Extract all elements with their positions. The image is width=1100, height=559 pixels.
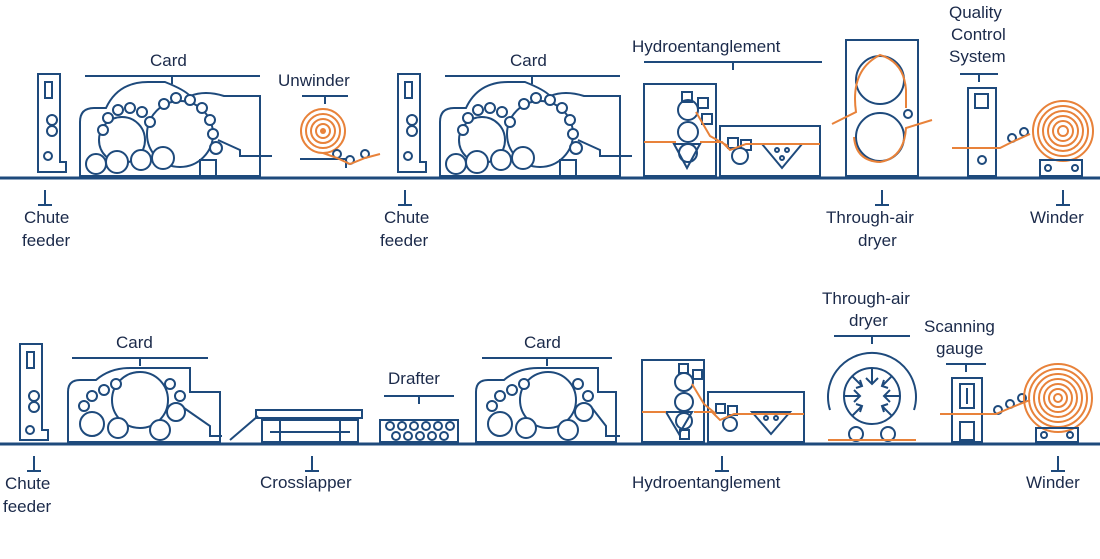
row1-card-b-machine bbox=[439, 81, 632, 177]
row1-chute-feeder-b-machine bbox=[397, 73, 427, 173]
row1-quality-control-label-1: Quality bbox=[949, 3, 1002, 22]
row2-drafter-machine bbox=[379, 419, 459, 443]
row1-chute-feeder-a-label-1: Chute bbox=[24, 208, 69, 227]
row2-scanning-gauge-machine bbox=[940, 377, 1031, 443]
row1-quality-control-machine bbox=[952, 87, 1031, 177]
row2-drafter-label: Drafter bbox=[388, 369, 440, 388]
row1-through-air-dryer-machine bbox=[831, 39, 933, 177]
row1-card-b-label: Card bbox=[510, 51, 547, 70]
row1-chute-feeder-a-label-2: feeder bbox=[22, 231, 71, 250]
row2-scanning-gauge-label-1: Scanning bbox=[924, 317, 995, 336]
row2-through-air-dryer-label-2: dryer bbox=[849, 311, 888, 330]
row2-card-a-machine bbox=[67, 367, 222, 443]
row2-chute-feeder-label-1: Chute bbox=[5, 474, 50, 493]
row1-hydroentanglement-machine bbox=[643, 83, 821, 177]
row2-winder-label: Winder bbox=[1026, 473, 1080, 492]
row2-card-b-machine bbox=[475, 367, 620, 443]
row1-chute-feeder-b-label-1: Chute bbox=[384, 208, 429, 227]
row1-through-air-dryer-label-2: dryer bbox=[858, 231, 897, 250]
row2-hydroentanglement-label: Hydroentanglement bbox=[632, 473, 781, 492]
row1-quality-control-label-2: Control bbox=[951, 25, 1006, 44]
row1-winder-label: Winder bbox=[1030, 208, 1084, 227]
row2-winder-machine bbox=[1023, 363, 1093, 443]
row2-hydroentanglement-machine bbox=[641, 359, 805, 443]
row1-unwinder-machine bbox=[300, 108, 381, 168]
row1-card-a-label: Card bbox=[150, 51, 187, 70]
row2-crosslapper-machine bbox=[229, 409, 363, 443]
row2-scanning-gauge-label-2: gauge bbox=[936, 339, 983, 358]
row2-crosslapper-label: Crosslapper bbox=[260, 473, 352, 492]
row1-quality-control-label-3: System bbox=[949, 47, 1006, 66]
row2-chute-feeder-machine bbox=[19, 343, 49, 441]
row2-card-b-label: Card bbox=[524, 333, 561, 352]
row1-through-air-dryer-label-1: Through-air bbox=[826, 208, 914, 227]
row1-chute-feeder-a-machine bbox=[37, 73, 67, 173]
row2-chute-feeder-label-2: feeder bbox=[3, 497, 52, 516]
row1-unwinder-label: Unwinder bbox=[278, 71, 350, 90]
row1-chute-feeder-b-label-2: feeder bbox=[380, 231, 429, 250]
row1-hydroentanglement-label: Hydroentanglement bbox=[632, 37, 781, 56]
row2-card-a-label: Card bbox=[116, 333, 153, 352]
row1-winder-machine bbox=[1032, 100, 1094, 177]
row2-through-air-dryer-machine bbox=[827, 351, 917, 442]
row1-card-a-machine bbox=[79, 81, 272, 177]
row2-through-air-dryer-label-1: Through-air bbox=[822, 289, 910, 308]
